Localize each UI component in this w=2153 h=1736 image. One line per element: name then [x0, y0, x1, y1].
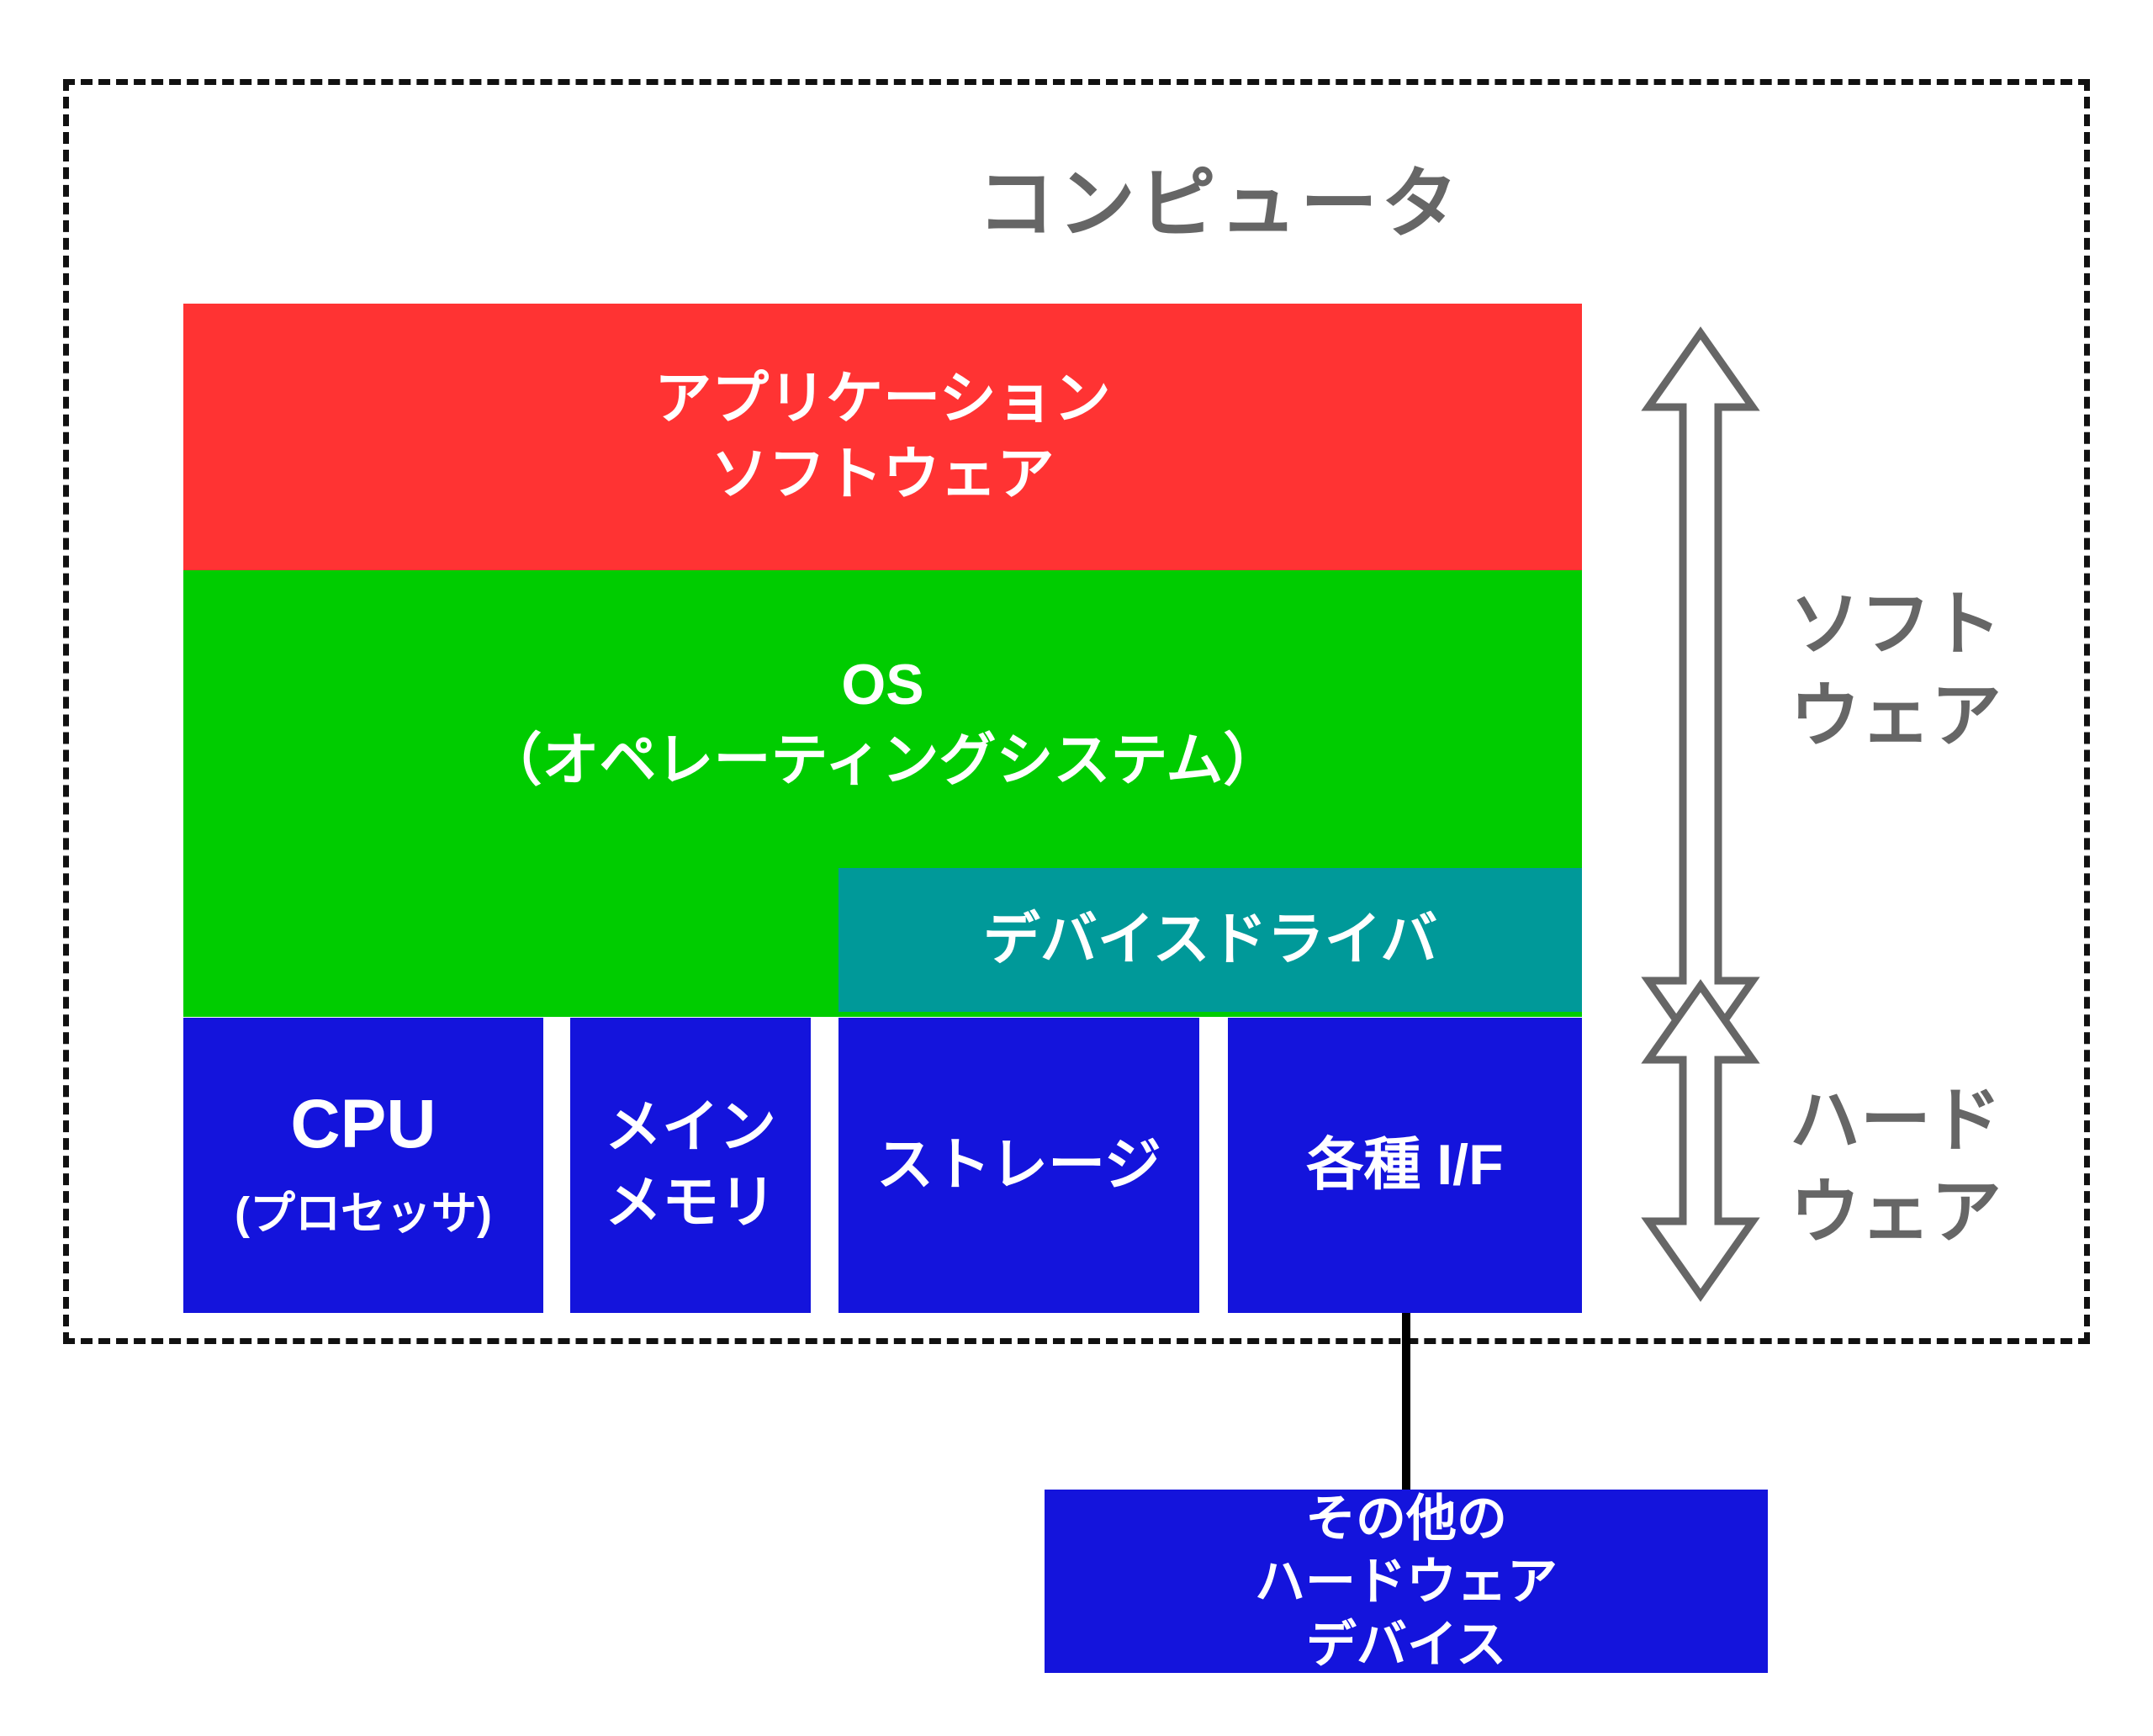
external-device-line1: その他の [1305, 1490, 1507, 1547]
storage-label: ストレージ [876, 1132, 1161, 1197]
application-label-line2: ソフトウェア [711, 442, 1055, 506]
software-side-label-line1: ソフト [1790, 585, 2002, 664]
hardware-box-cpu: CPU (プロセッサ) [183, 1018, 543, 1313]
device-driver-label: デバイスドライバ [982, 907, 1438, 971]
external-device-line2: ハードウェア [1255, 1553, 1558, 1610]
computer-boundary-box [63, 79, 2090, 1344]
memory-label-line1: メイン [604, 1094, 776, 1159]
interfaces-label: 各種 I/F [1306, 1132, 1504, 1197]
hardware-box-main-memory: メイン メモリ [570, 1018, 811, 1313]
interface-device-connector-line [1402, 1313, 1410, 1491]
hardware-box-storage: ストレージ [838, 1018, 1199, 1313]
hardware-side-label-line2: ウェア [1790, 1172, 2002, 1252]
layer-application-software: アプリケーション ソフトウェア [183, 304, 1582, 570]
hardware-box-interfaces: 各種 I/F [1228, 1018, 1582, 1313]
memory-label-line2: メモリ [604, 1170, 776, 1235]
software-range-arrow [1641, 326, 1760, 1061]
hardware-side-label-line1: ハード [1790, 1081, 2002, 1160]
cpu-sublabel: (プロセッサ) [235, 1188, 492, 1239]
external-hardware-device-box: その他の ハードウェア デバイス [1045, 1490, 1768, 1673]
hardware-range-arrow [1641, 979, 1760, 1302]
hardware-side-label: ハード ウェア [1790, 1075, 2092, 1258]
page-title: コンピュータ [976, 161, 1462, 247]
cpu-label: CPU [290, 1085, 436, 1162]
software-side-label: ソフト ウェア [1790, 579, 2092, 762]
layer-device-driver: デバイスドライバ [838, 868, 1582, 1012]
os-label-line1: OS [841, 653, 924, 717]
external-device-line3: デバイス [1305, 1616, 1507, 1673]
software-side-label-line2: ウェア [1790, 676, 2002, 756]
application-label-line1: アプリケーション [654, 366, 1111, 431]
os-label-line2: （オペレーティングシステム） [484, 728, 1281, 792]
